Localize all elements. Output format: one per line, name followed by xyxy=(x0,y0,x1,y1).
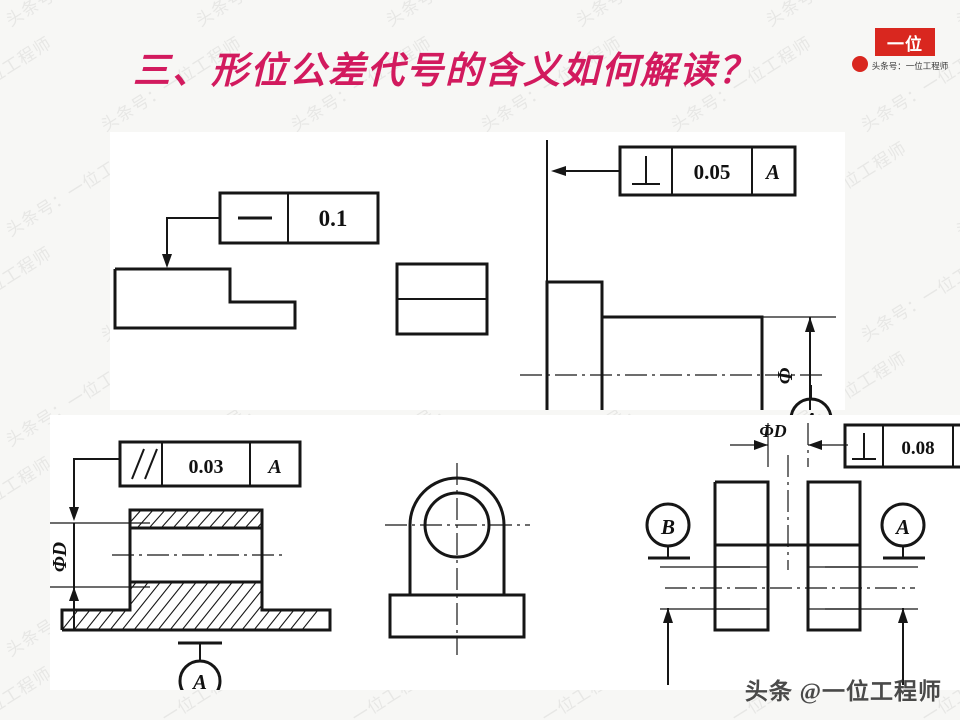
bottom-drawing-panel: 0.03 A ΦD xyxy=(50,415,960,690)
shaft-diameter-label: Φ xyxy=(773,367,797,384)
double-datum-perpendicularity-symbol-icon xyxy=(852,433,876,460)
shaft-cylindrical-body xyxy=(600,315,764,410)
double-datum-diameter-label: ΦD xyxy=(759,421,786,441)
datum-b-label: B xyxy=(660,515,675,539)
watermark-text: 头条号：一位工程师 xyxy=(760,0,911,31)
datum-a-symbol: A xyxy=(880,502,926,685)
straightness-tolerance-frame: 0.1 xyxy=(218,191,380,245)
watermark-text: 头条号：一位工程师 xyxy=(380,0,531,31)
straightness-tolerance-value: 0.1 xyxy=(319,206,348,231)
watermark-text: 头条号：一位工程师 xyxy=(857,243,960,346)
figure-straightness: 0.1 xyxy=(113,191,380,330)
perpendicularity-tolerance-frame: 0.05 A xyxy=(618,145,797,197)
perpendicularity-datum-letter: A xyxy=(764,160,780,184)
bushing-hatch-upper xyxy=(130,510,262,528)
figure-bracket-front-view xyxy=(385,463,530,655)
shaft-dim-arrow-top xyxy=(805,317,815,332)
bottom-drawing-svg: 0.03 A ΦD xyxy=(50,421,960,690)
parallelism-datum-letter: A xyxy=(266,456,281,478)
top-drawing-svg: 0.1 xyxy=(113,140,836,410)
watermark-text: 头条号：一位工程师 xyxy=(190,0,341,31)
parallelism-leader-line xyxy=(73,458,120,511)
page-title: 三、形位公差代号的含义如何解读？ xyxy=(133,51,757,92)
perpendicularity-tolerance-value: 0.05 xyxy=(694,160,731,184)
watermark-text: 头条号：一位工程师 xyxy=(952,138,960,241)
datum-b-arrow xyxy=(663,608,673,623)
shaft-flange-body xyxy=(545,280,604,410)
footer-watermark: 头条 @一位工程师 xyxy=(744,679,942,704)
watermark-text: 头条号：一位工程师 xyxy=(0,453,56,556)
bushing-datum-circle xyxy=(178,659,222,690)
top-drawing-panel: 0.1 xyxy=(110,132,845,441)
straightness-leader-arrow xyxy=(162,254,172,268)
brand-dot-icon xyxy=(852,56,868,72)
watermark-text: 头条号：一位工程师 xyxy=(0,663,56,720)
bore-dim-arrow-right xyxy=(808,440,822,450)
watermark-text: 头条号：一位工程师 xyxy=(0,0,151,31)
parallelism-leader-arrow xyxy=(69,507,79,521)
watermark-text: 头条号：一位工程师 xyxy=(0,243,56,346)
bushing-diameter-label: ΦD xyxy=(50,542,71,572)
bushing-datum-symbol: A xyxy=(178,641,222,690)
parallelism-tolerance-value: 0.03 xyxy=(189,456,224,478)
double-datum-tolerance-frame: 0.08 A-B xyxy=(843,423,960,469)
datum-a-arrow xyxy=(898,608,908,623)
bushing-outline xyxy=(60,508,332,632)
bore-dim-arrow-left xyxy=(754,440,768,450)
figure-perpendicularity-shaft: 0.05 A Φ xyxy=(520,140,836,410)
straightness-leader-line xyxy=(166,217,220,258)
brand-logo-caption: 头条号：一位工程师 xyxy=(871,61,949,71)
straightness-part-outline xyxy=(113,267,297,330)
datum-b-circle xyxy=(645,502,691,548)
bushing-dim-arrow-bottom xyxy=(69,587,79,601)
datum-b-symbol: B xyxy=(645,502,691,685)
watermark-text: 头条号：一位工程师 xyxy=(570,0,721,31)
watermark-text: 头条号：一位工程师 xyxy=(950,0,960,31)
datum-a-label: A xyxy=(894,515,910,539)
perpendicularity-leader-arrow xyxy=(551,166,566,176)
parallelism-symbol-icon xyxy=(131,448,158,480)
datum-a-circle xyxy=(880,502,926,548)
perpendicularity-symbol-icon xyxy=(632,156,660,185)
figure-parallelism-bushing: 0.03 A ΦD xyxy=(50,440,332,690)
brand-logo: 一位 xyxy=(875,28,935,56)
figure-perpendicularity-double-datum: 0.08 A-B ΦD xyxy=(645,421,960,685)
parallelism-tolerance-frame: 0.03 A xyxy=(118,440,302,488)
bushing-hatch-lines-upper xyxy=(130,510,262,528)
bushing-datum-label: A xyxy=(191,670,207,690)
double-datum-tolerance-value: 0.08 xyxy=(901,438,934,459)
figure-straightness-end-view xyxy=(395,262,489,336)
